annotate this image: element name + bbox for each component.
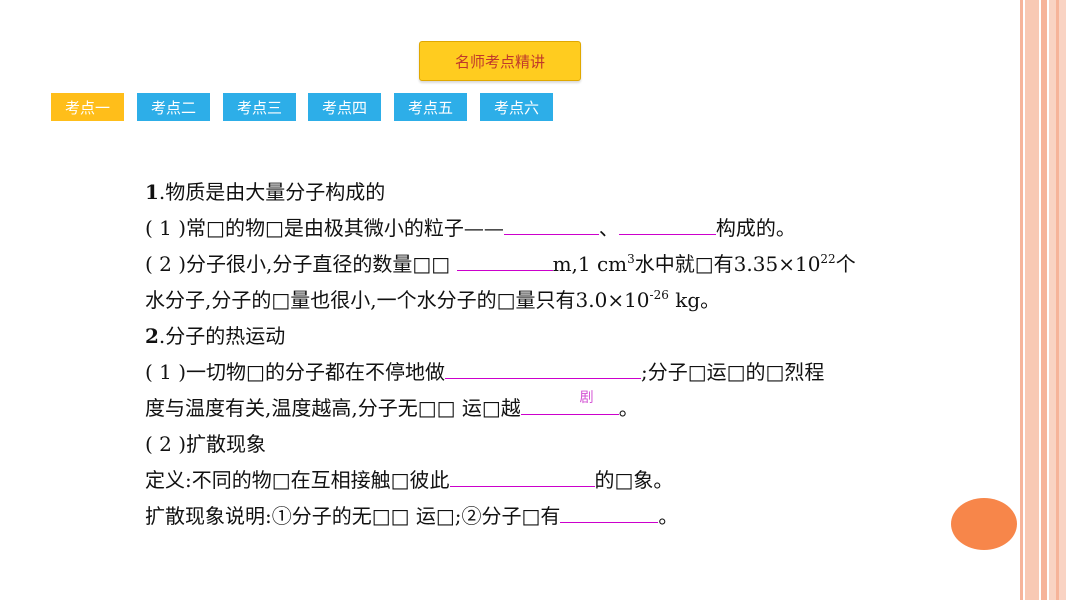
heading-number: 1 (145, 180, 159, 204)
section-title-button[interactable]: 名师考点精讲 (419, 41, 581, 81)
faded-answer: 剧 (579, 390, 594, 406)
fill-blank (444, 356, 641, 379)
superscript: -26 (649, 288, 669, 302)
text-span: 定义:不同的物□在互相接触□彼此 (145, 468, 450, 492)
tab-kaodian-6[interactable]: 考点六 (480, 93, 553, 121)
text-line: 扩散现象说明:①分子的无□□ 运□;②分子□有 。 (145, 498, 1005, 534)
heading-1: 1.物质是由大量分子构成的 (145, 174, 1005, 210)
text-span: 。 (658, 504, 679, 528)
fill-blank: 剧 (520, 390, 619, 415)
text-span: 扩散现象说明:①分子的无□□ 运□;②分子□有 (145, 504, 561, 528)
text-span: 水分子,分子的□量也很小,一个水分子的□量只有3.0×10 (145, 288, 650, 312)
fill-blank (618, 212, 716, 235)
text-span: ( 2 )扩散现象 (145, 432, 267, 456)
decor-stripe (1025, 0, 1039, 600)
text-span: ;分子□运□的□烈程 (640, 360, 825, 384)
text-line: 水分子,分子的□量也很小,一个水分子的□量只有3.0×10-26 kg。 (145, 282, 1005, 318)
heading-text: .分子的热运动 (158, 324, 286, 348)
fill-blank (449, 464, 595, 487)
decor-stripe (1020, 0, 1023, 600)
text-span: 、 (598, 216, 619, 240)
decor-circle (951, 498, 1017, 550)
tab-kaodian-5[interactable]: 考点五 (394, 93, 467, 121)
fill-blank (503, 212, 599, 235)
text-span: 构成的。 (715, 216, 796, 240)
superscript: 22 (820, 252, 836, 266)
text-span: ( 1 )常□的物□是由极其微小的粒子—— (145, 216, 504, 240)
text-span: m,1 cm (552, 252, 628, 276)
tab-kaodian-3[interactable]: 考点三 (223, 93, 296, 121)
text-span: 水中就□有3.35×10 (634, 252, 821, 276)
text-line: 定义:不同的物□在互相接触□彼此 的□象。 (145, 462, 1005, 498)
heading-text: .物质是由大量分子构成的 (158, 180, 386, 204)
heading-number: 2 (145, 324, 159, 348)
fill-blank (456, 248, 553, 271)
tab-kaodian-4[interactable]: 考点四 (308, 93, 381, 121)
fill-blank (560, 500, 659, 523)
superscript: 3 (627, 252, 635, 266)
text-line: 度与温度有关,温度越高,分子无□□ 运□越 剧 。 (145, 390, 1005, 426)
text-line: ( 1 )一切物□的分子都在不停地做 ;分子□运□的□烈程 (145, 354, 1005, 390)
text-span: ( 2 )分子很小,分子直径的数量□□ (145, 252, 457, 276)
text-span: 的□象。 (594, 468, 674, 492)
text-line: ( 1 )常□的物□是由极其微小的粒子—— 、 构成的。 (145, 210, 1005, 246)
decor-stripe (1041, 0, 1047, 600)
text-line: ( 2 )分子很小,分子直径的数量□□ m,1 cm3水中就□有3.35×102… (145, 246, 1005, 282)
text-line: ( 2 )扩散现象 (145, 426, 1005, 462)
text-span: 个 (835, 252, 856, 276)
text-span: 度与温度有关,温度越高,分子无□□ 运□越 (145, 396, 521, 420)
heading-2: 2.分子的热运动 (145, 318, 1005, 354)
text-span: kg。 (668, 288, 721, 312)
lesson-content: 1.物质是由大量分子构成的 ( 1 )常□的物□是由极其微小的粒子—— 、 构成的。… (145, 174, 1005, 534)
decor-stripe (1056, 0, 1059, 600)
tab-kaodian-1[interactable]: 考点一 (51, 93, 124, 121)
tab-kaodian-2[interactable]: 考点二 (137, 93, 210, 121)
text-span: 。 (618, 396, 639, 420)
text-span: ( 1 )一切物□的分子都在不停地做 (145, 360, 445, 384)
